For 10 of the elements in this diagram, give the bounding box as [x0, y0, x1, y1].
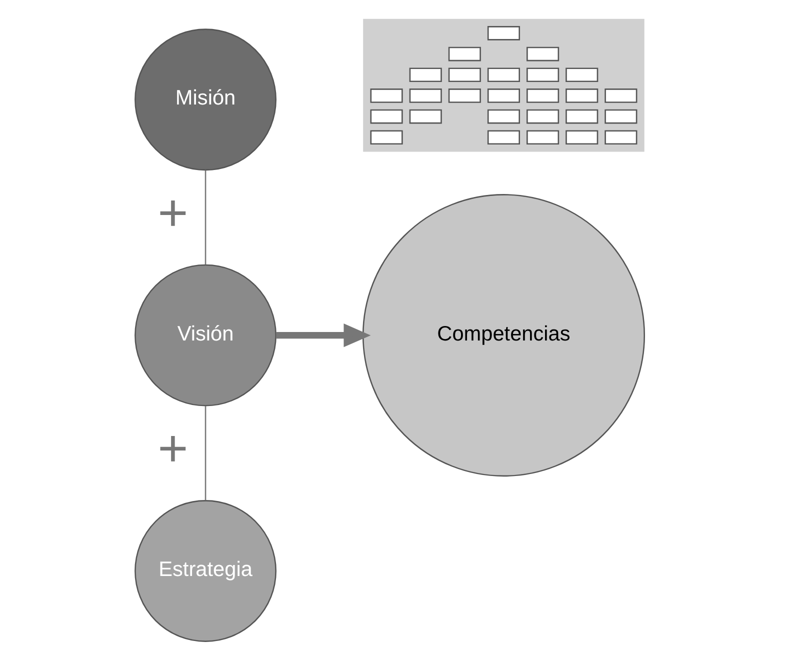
edge-label: + — [158, 184, 188, 242]
picture — [363, 18, 644, 152]
node-circle: Visión — [134, 264, 276, 406]
node-circle: Estrategia — [134, 500, 276, 642]
node-circle: Misión — [134, 28, 276, 171]
connector — [204, 406, 206, 500]
edge-label: + — [158, 420, 188, 478]
connector — [204, 170, 206, 265]
arrow — [276, 324, 371, 348]
node-circle: Competencias — [362, 194, 646, 477]
